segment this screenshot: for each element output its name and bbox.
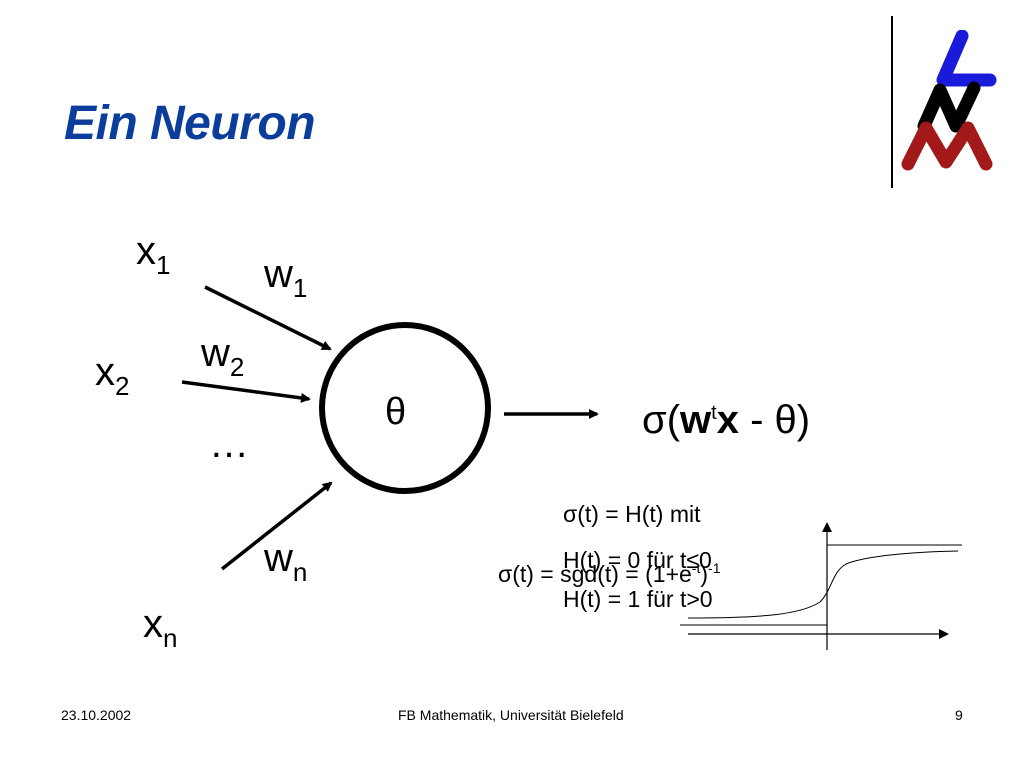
footer-center: FB Mathematik, Universität Bielefeld bbox=[398, 707, 624, 723]
page-number: 9 bbox=[955, 707, 963, 723]
definition-line-1: σ(t) = H(t) mit bbox=[563, 501, 701, 527]
neuron-circle bbox=[319, 322, 491, 494]
neuron-threshold: θ bbox=[385, 391, 407, 433]
input-x1: x1 bbox=[136, 229, 171, 280]
weight-w2: w2 bbox=[201, 331, 245, 382]
sigmoid-formula: σ(t) = sgd(t) = (1+e-t)-1 bbox=[498, 560, 721, 587]
weight-wn: wn bbox=[264, 536, 308, 587]
slide-title: Ein Neuron bbox=[64, 97, 316, 150]
weight-w1: w1 bbox=[264, 252, 308, 303]
input-ellipsis: … bbox=[209, 422, 249, 466]
footer-date: 23.10.2002 bbox=[61, 707, 132, 723]
input-arrow-2 bbox=[181, 380, 311, 403]
university-logo-icon bbox=[901, 30, 997, 171]
sigmoid-curve bbox=[687, 550, 959, 619]
definition-line-3: H(t) = 1 für t>0 bbox=[563, 586, 713, 612]
input-arrow-1 bbox=[204, 285, 332, 351]
input-x2: x2 bbox=[95, 350, 130, 401]
output-formula: σ(wtx - θ) bbox=[642, 398, 811, 442]
header-divider bbox=[891, 16, 893, 188]
definition-line-2: H(t) = 0 für t≤0 bbox=[563, 547, 712, 573]
input-arrow-n bbox=[220, 481, 333, 571]
input-xn: xn bbox=[143, 602, 178, 653]
